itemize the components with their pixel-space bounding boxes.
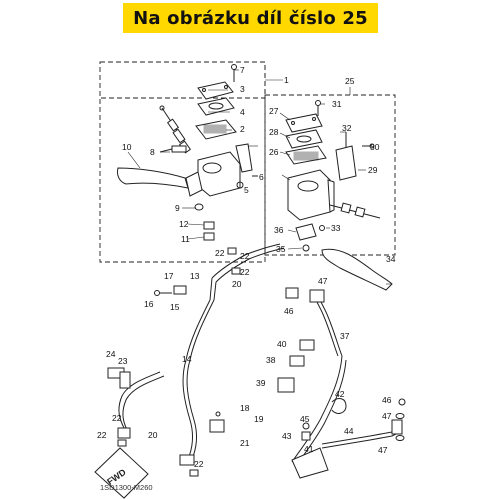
callout-39: 39 [256,378,266,388]
callout-3: 3 [240,84,245,94]
callout-9: 9 [175,203,180,213]
callout-30: 30 [370,142,380,152]
callout-5: 5 [244,185,249,195]
callout-42: 42 [335,389,345,399]
callout-36: 36 [274,225,284,235]
callout-4: 4 [240,107,245,117]
callout-46a: 46 [284,306,294,316]
callout-13: 13 [190,271,200,281]
callout-11: 11 [181,234,190,244]
callout-22f: 22 [194,459,204,469]
callout-20b: 20 [148,430,158,440]
callout-20a: 20 [232,279,242,289]
callout-44: 44 [344,426,354,436]
callout-8: 8 [150,147,155,157]
callout-22e: 22 [97,430,107,440]
callout-29: 29 [368,165,378,175]
diagram-code: 1SD1300-M260 [100,483,153,492]
callout-12: 12 [179,219,189,229]
banner-title: Na obrázku díl číslo 25 [133,7,368,29]
callout-19: 19 [254,414,264,424]
callout-43: 43 [282,431,292,441]
callout-47c: 47 [378,445,388,455]
brake-hoses [107,243,406,479]
fwd-indicator: FWD [94,447,149,499]
callout-7: 7 [240,65,245,75]
callout-2: 2 [240,124,245,134]
callout-40: 40 [277,339,287,349]
callout-38: 38 [266,355,276,365]
callout-22d: 22 [112,413,122,423]
callout-32: 32 [342,123,352,133]
callout-27: 27 [269,106,279,116]
title-banner: Na obrázku díl číslo 25 [123,3,378,33]
callout-47b: 47 [382,411,392,421]
callout-28: 28 [269,127,279,137]
callout-47a: 47 [318,276,328,286]
master-cylinder-right [285,100,393,291]
callout-21: 21 [240,438,250,448]
callout-16: 16 [144,299,154,309]
callout-25: 25 [345,76,355,86]
callout-18: 18 [240,403,250,413]
callout-14: 14 [182,354,192,364]
callout-22b: 22 [240,251,250,261]
callout-46b: 46 [382,395,392,405]
callout-10: 10 [122,142,132,152]
callout-34: 34 [386,254,396,264]
callout-22a: 22 [215,248,225,258]
callout-15: 15 [170,302,180,312]
callout-22c: 22 [240,267,250,277]
callout-6: 6 [259,172,264,182]
callout-1: 1 [284,75,289,85]
assembly-1-boundary-lower [99,61,266,263]
callout-41: 41 [304,444,314,454]
callout-23: 23 [118,356,128,366]
master-cylinder-left [117,64,258,241]
callout-45: 45 [300,414,310,424]
leader-lines [127,69,392,285]
callout-24: 24 [106,349,116,359]
callout-17: 17 [164,271,174,281]
assembly-25-boundary [264,94,396,256]
callout-37: 37 [340,331,350,341]
callout-31: 31 [332,99,342,109]
callout-35: 35 [276,244,286,254]
callout-33: 33 [331,223,341,233]
callout-26: 26 [269,147,279,157]
callout-labels: 1 25 7 3 4 2 8 10 6 5 9 12 11 31 27 28 3… [97,65,396,469]
